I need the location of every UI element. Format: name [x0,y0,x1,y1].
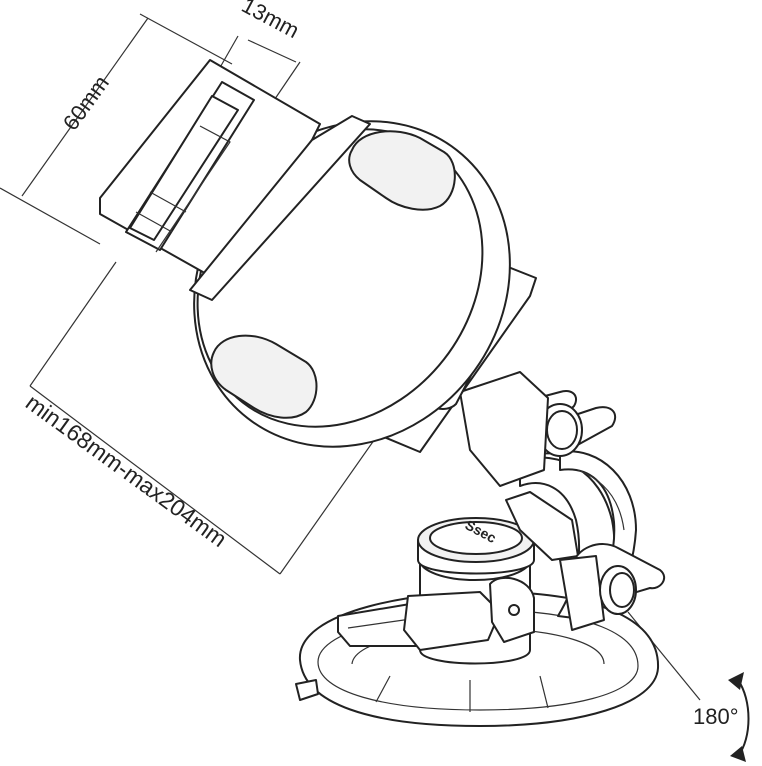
depth-dimension-label: 13mm [238,0,304,43]
height-extension-line-bottom [0,187,101,245]
ball-joint-knob[interactable] [459,371,617,487]
width-extension-line-left [29,261,117,387]
height-extension-line-top [139,13,233,65]
rubber-pad-top [348,130,456,211]
height-dimension-line [21,17,149,197]
rotation-arrow-icon [728,672,750,762]
width-range-dimension-label: min168mm-max204mm [21,389,232,552]
width-extension-line-right [279,425,385,575]
release-tab [295,679,319,701]
cradle-clamp-jaw [99,59,371,301]
base-lock-lever [337,576,535,651]
arm-rotation-knob[interactable] [559,543,666,631]
height-dimension-label: 60mm [58,71,114,135]
rotation-angle-label: 180° [693,704,739,729]
cradle-back-plate [193,120,511,448]
width-dimension-line [29,385,281,575]
depth-dimension-line [247,39,297,63]
rubber-pad-bottom [210,334,318,419]
dimension-lines [0,13,701,701]
